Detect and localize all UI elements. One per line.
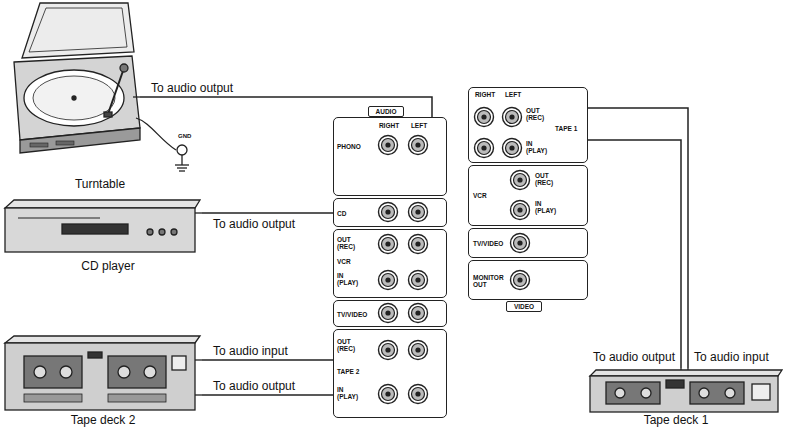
audio-panel: AUDIORIGHTLEFTPHONOCDOUT (REC)VCRIN (PLA… xyxy=(333,117,447,418)
panel-label: OUT (REC) xyxy=(535,172,563,186)
cable-label: To audio output xyxy=(592,351,676,364)
cable-label: To audio output xyxy=(212,218,296,231)
tape-deck: Tape deck 1 xyxy=(586,368,784,430)
jack-section: RIGHTLEFT OUT (REC)TAPE 1 IN (PLAY) xyxy=(468,87,588,163)
cable-label: To audio output xyxy=(150,82,234,95)
cd-player-drawing xyxy=(5,200,202,252)
jack-section: TV/VIDEO xyxy=(333,300,447,327)
tape-deck-2-drawing xyxy=(5,336,202,410)
panel-label: OUT (REC) xyxy=(526,107,552,121)
panel-label: TV/VIDEO xyxy=(473,240,511,247)
panel-label: AUDIO xyxy=(368,106,404,117)
panel-label: CD xyxy=(337,210,373,217)
audio-cable xyxy=(202,394,333,396)
audio-cable xyxy=(140,97,432,117)
turntable: Turntable xyxy=(10,2,140,194)
panel-label: VIDEO xyxy=(506,301,542,312)
jack-section: RIGHTLEFT PHONO xyxy=(333,117,447,196)
panel-label: LEFT xyxy=(499,91,527,98)
device-caption: Tape deck 2 xyxy=(43,414,163,427)
jack-section: TV/VIDEO xyxy=(468,228,588,258)
ground-label: GND xyxy=(178,133,191,140)
panel-label: IN (PLAY) xyxy=(337,386,363,400)
panel-label: VCR xyxy=(337,258,373,265)
audio-cable xyxy=(588,140,681,368)
panel-label: TV/VIDEO xyxy=(337,311,379,318)
panel-label: OUT (REC) xyxy=(337,338,363,352)
jack-section: OUT (REC) VCR IN (PLAY) xyxy=(333,229,447,298)
audio-cable xyxy=(588,108,688,368)
cable-label: To audio output xyxy=(212,380,296,393)
panel-label: OUT (REC) xyxy=(337,236,363,250)
panel-label: VCR xyxy=(473,192,503,199)
jack-section: VCR OUT (REC) IN (PLAY) xyxy=(468,165,588,226)
panel-label: TAPE 1 xyxy=(555,125,587,132)
panel-label: IN (PLAY) xyxy=(526,140,552,154)
cd-player: CD player xyxy=(3,198,202,280)
video-panel: VIDEORIGHTLEFTOUT (REC)TAPE 1IN (PLAY)VC… xyxy=(468,87,588,300)
jack-section: MONITOR OUT xyxy=(468,260,588,300)
panel-label: IN (PLAY) xyxy=(535,200,563,214)
jack-section: OUT (REC) TAPE 2 IN (PLAY) xyxy=(333,329,447,418)
audio-cable xyxy=(202,212,333,214)
panel-label: IN (PLAY) xyxy=(337,272,363,286)
jack-section: CD xyxy=(333,198,447,227)
cable-label: To audio input xyxy=(693,351,770,364)
device-caption: CD player xyxy=(53,260,163,273)
panel-label: LEFT xyxy=(404,122,434,129)
panel-label: PHONO xyxy=(337,143,373,150)
cable-label: To audio input xyxy=(212,345,289,358)
jack-terminals xyxy=(379,108,530,404)
tape-deck: Tape deck 2 xyxy=(3,333,202,430)
panel-label: MONITOR OUT xyxy=(473,274,511,288)
device-caption: Tape deck 1 xyxy=(616,414,736,427)
tape-deck-1-drawing xyxy=(590,368,782,412)
device-caption: Turntable xyxy=(60,178,140,191)
panel-label: RIGHT xyxy=(471,91,499,98)
audio-cable xyxy=(202,359,333,361)
panel-label: TAPE 2 xyxy=(337,368,373,375)
panel-label: RIGHT xyxy=(374,122,404,129)
